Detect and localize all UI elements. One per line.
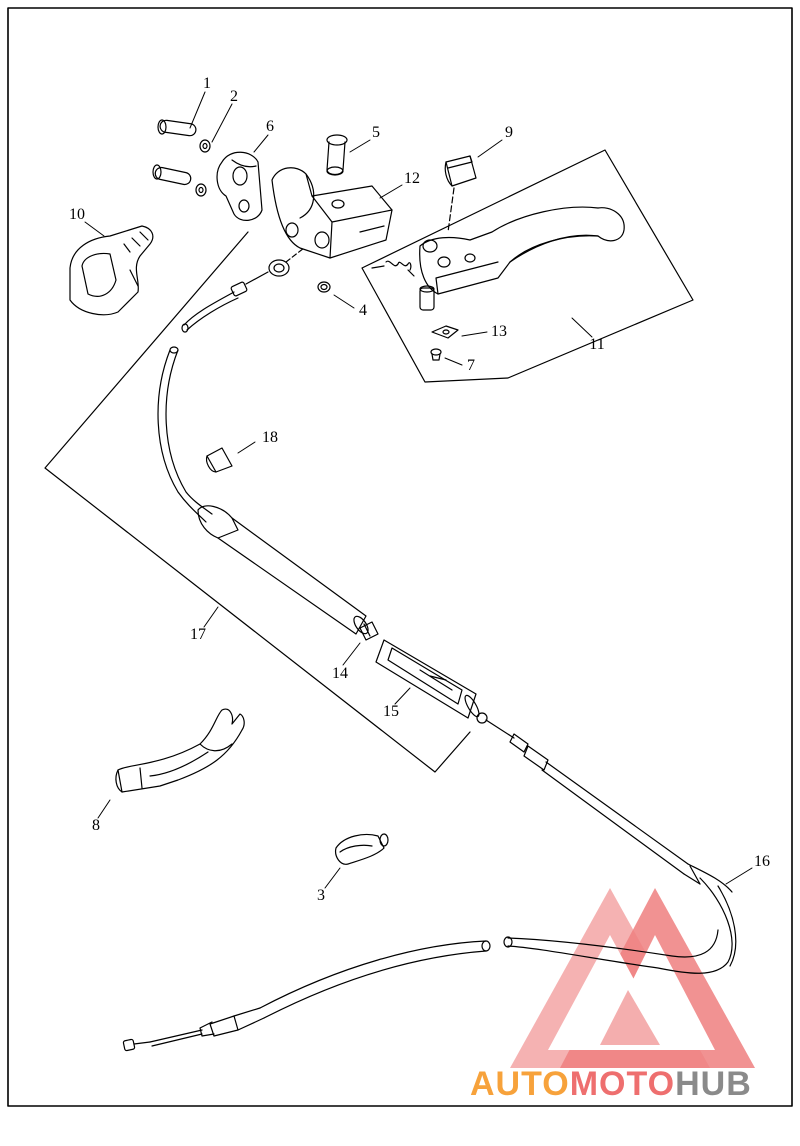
part-16-clutch-cable [122,712,737,1052]
callout-13: 13 [491,323,507,340]
part-7-screw [430,348,442,361]
assembly-outline-11 [361,149,694,383]
watermark-text-auto: AUTO [470,1065,570,1103]
callout-7: 7 [467,357,475,374]
watermark-logo-triangles [510,888,755,1068]
callout-11: 11 [589,336,605,353]
part-11-bushing [419,285,435,311]
callout-12: 12 [404,170,420,187]
part-6-clamp [216,151,263,221]
callout-4: 4 [359,302,367,319]
part-11-lever [419,187,625,295]
callout-18: 18 [262,429,278,446]
part-11-spring [371,260,415,277]
part-1-pins [152,119,197,186]
callout-15: 15 [383,703,399,720]
page-border [7,7,793,1107]
upper-cable-end [181,247,305,333]
leader-lines [84,91,753,889]
callout-8: 8 [92,817,100,834]
assembly-outline-17 [44,231,471,773]
callout-10: 10 [69,206,85,223]
part-13-retainer-clip [431,325,459,339]
callout-1: 1 [203,75,211,92]
callout-14: 14 [332,665,348,682]
part-18-sleeve [205,447,233,473]
part-4-ring [317,281,331,293]
part-14-clip [359,621,379,641]
part-3-cable-clip [335,833,389,865]
part-5-pivot-pin [326,134,348,176]
part-15-adjuster [375,639,480,719]
part-12-bracket-housing [271,167,393,259]
part-2-washers [195,139,211,197]
callout-2: 2 [230,88,238,105]
watermark-text-hub: HUB [675,1065,752,1103]
part-17-cable-housing [157,346,369,635]
callout-16: 16 [754,853,770,870]
callout-17: 17 [190,626,206,643]
callout-5: 5 [372,124,380,141]
callout-3: 3 [317,887,325,904]
part-9-boot [444,155,477,187]
callout-9: 9 [505,124,513,141]
callout-6: 6 [266,118,274,135]
watermark-text-moto: MOTO [569,1065,676,1103]
part-10-switch-housing [69,225,154,316]
watermark-brand: AUTOMOTOHUB [470,1064,792,1104]
part-8-boot-strap [115,708,245,793]
